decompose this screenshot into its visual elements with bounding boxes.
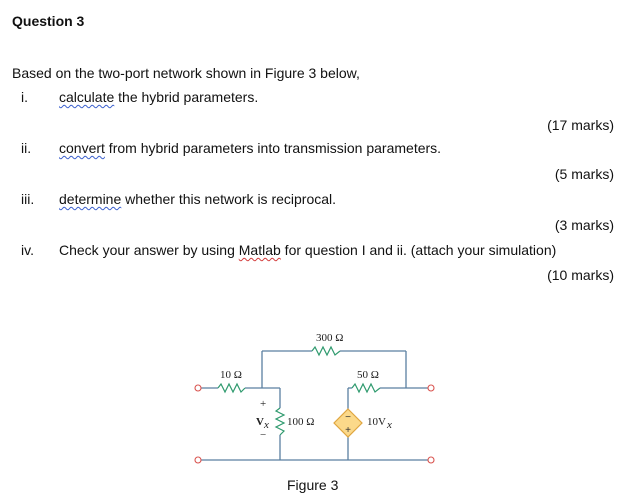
item-1-text: calculate the hybrid parameters. (59, 89, 259, 105)
question-intro: Based on the two-port network shown in F… (12, 65, 360, 81)
spellcheck-word: determine (59, 191, 122, 207)
item-2-marks: (5 marks) (554, 166, 614, 182)
svg-text:300 Ω: 300 Ω (316, 332, 343, 344)
item-4-marks: (10 marks) (547, 267, 614, 283)
item-3-number: iii. (21, 191, 35, 207)
spellcheck-word: convert (59, 140, 105, 156)
figure-caption: Figure 3 (287, 477, 339, 493)
two-port-network-icon: − + 10 Ω 300 Ω 50 Ω 100 Ω + − V x 10V x (194, 332, 435, 464)
resistor-icon (217, 345, 381, 436)
spellcheck-word: Matlab (238, 242, 281, 258)
svg-text:10V: 10V (367, 416, 386, 428)
dependent-source-icon (333, 408, 363, 438)
svg-text:−: − (345, 412, 351, 423)
item-2-text: convert from hybrid parameters into tran… (59, 140, 442, 156)
item-3-marks: (3 marks) (554, 217, 614, 233)
question-title: Question 3 (12, 13, 85, 29)
svg-text:x: x (386, 419, 392, 431)
svg-text:100 Ω: 100 Ω (287, 416, 314, 428)
item-1-marks: (17 marks) (547, 117, 614, 133)
item-2-number: ii. (21, 140, 32, 156)
item-4-number: iv. (21, 242, 34, 258)
terminal-icon (194, 384, 435, 464)
svg-text:+: + (345, 425, 351, 436)
svg-text:x: x (263, 419, 269, 431)
item-1-number: i. (21, 89, 28, 105)
spellcheck-word: calculate (59, 89, 115, 105)
svg-text:10 Ω: 10 Ω (220, 369, 242, 381)
circuit-diagram: − + 10 Ω 300 Ω 50 Ω 100 Ω + − V x 10V x (190, 325, 440, 475)
svg-text:−: − (260, 429, 266, 441)
item-3-text: determine whether this network is recipr… (59, 191, 337, 207)
svg-text:+: + (260, 398, 266, 410)
svg-text:50 Ω: 50 Ω (357, 369, 379, 381)
item-4-text: Check your answer by using Matlab for qu… (59, 242, 557, 258)
svg-text:V: V (256, 416, 264, 428)
